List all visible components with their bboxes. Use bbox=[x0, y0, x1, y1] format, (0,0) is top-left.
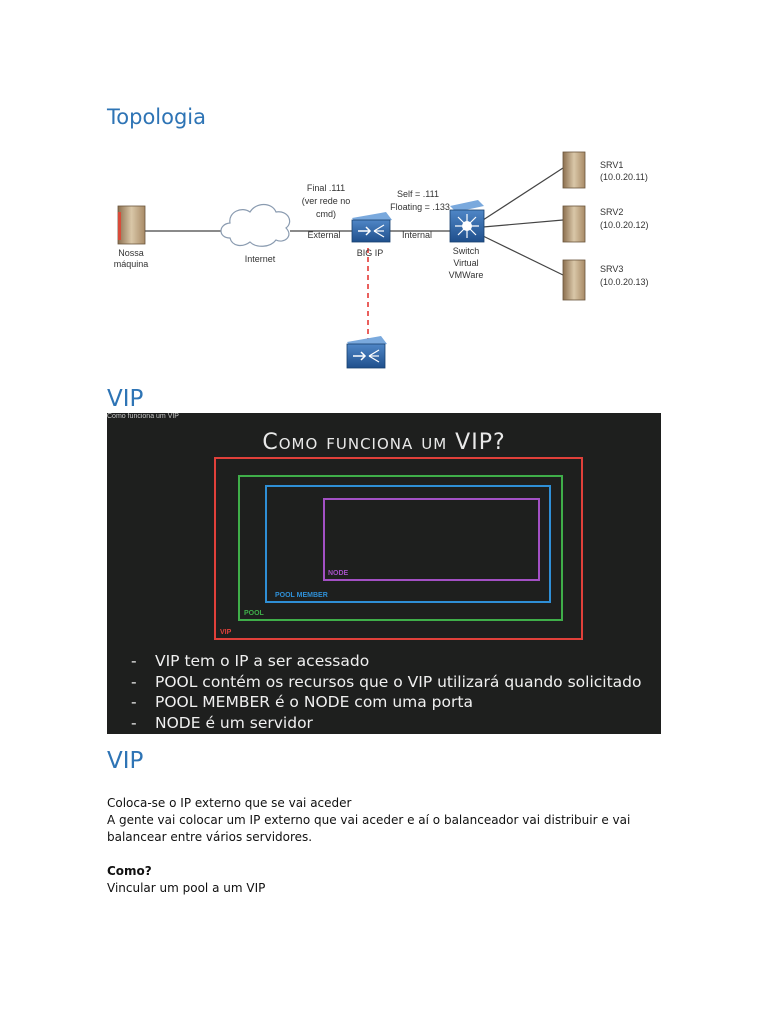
node-box-label: NODE bbox=[328, 570, 349, 577]
bigip-standby-icon bbox=[346, 336, 387, 369]
bigip-label: BIG IP bbox=[357, 248, 384, 258]
cloud-icon bbox=[220, 203, 291, 247]
vip-slide-image: Como funciona um VIP Como funciona um VI… bbox=[107, 413, 661, 734]
topologia-heading: Topologia bbox=[107, 105, 207, 129]
server-icon bbox=[562, 259, 586, 301]
final-label-3: cmd) bbox=[316, 209, 336, 219]
slide-bullet: -POOL contém os recursos que o VIP utili… bbox=[131, 672, 642, 691]
nossa-maquina-label-1: Nossa bbox=[118, 248, 144, 258]
link-switch-srv2 bbox=[482, 219, 564, 228]
como-label: Como? bbox=[107, 864, 152, 878]
srv2-name: SRV2 bbox=[600, 207, 623, 217]
slide-title: Como funciona um VIP? bbox=[262, 430, 506, 455]
server-icon bbox=[562, 205, 586, 243]
pool-box-label: POOL bbox=[244, 610, 264, 617]
floating-label: Floating = .133 bbox=[390, 202, 450, 212]
switch-label-1: Switch bbox=[453, 246, 480, 256]
switch-icon bbox=[449, 200, 485, 243]
internal-label: Internal bbox=[402, 230, 432, 240]
topology-diagram: Nossa máquina Internet Final .111 (ver r… bbox=[114, 151, 649, 369]
slide-bullet: -POOL MEMBER é o NODE com uma porta bbox=[131, 693, 473, 711]
switch-label-2: Virtual bbox=[453, 258, 478, 268]
vip-box-label: VIP bbox=[220, 629, 232, 636]
body-line-1: Coloca-se o IP externo que se vai aceder bbox=[107, 796, 352, 810]
slide-bullet: -VIP tem o IP a ser acessado bbox=[131, 652, 370, 670]
pool-member-box: POOL MEMBER bbox=[265, 485, 551, 603]
server-icon bbox=[562, 151, 586, 189]
slide-bullet-list: -VIP tem o IP a ser acessado -POOL conté… bbox=[131, 651, 641, 733]
link-switch-srv1 bbox=[482, 167, 564, 221]
final-label-1: Final .111 bbox=[307, 183, 345, 193]
vip-heading-2: VIP bbox=[107, 748, 144, 774]
server-icon bbox=[117, 205, 146, 245]
slide-bullet: -NODE é um servidor bbox=[131, 713, 313, 732]
internet-label: Internet bbox=[245, 254, 276, 264]
external-label: External bbox=[307, 230, 340, 240]
body-line-4: Vincular um pool a um VIP bbox=[107, 881, 266, 895]
pool-member-box-label: POOL MEMBER bbox=[275, 592, 328, 599]
node-box: NODE bbox=[323, 498, 540, 581]
bigip-icon bbox=[351, 212, 392, 243]
nossa-maquina-label-2: máquina bbox=[114, 259, 149, 269]
srv1-name: SRV1 bbox=[600, 160, 623, 170]
body-line-2: A gente vai colocar um IP externo que va… bbox=[107, 813, 631, 844]
link-switch-srv3 bbox=[482, 235, 564, 276]
pool-box: POOL bbox=[238, 475, 563, 621]
final-label-2: (ver rede no bbox=[302, 196, 351, 206]
srv3-name: SRV3 bbox=[600, 264, 623, 274]
self-label: Self = .111 bbox=[397, 189, 439, 199]
vip-box: VIP bbox=[214, 457, 583, 640]
slide-caption: Como funciona um VIP bbox=[107, 413, 179, 420]
srv1-ip: (10.0.20.11) bbox=[600, 172, 648, 182]
srv2-ip: (10.0.20.12) bbox=[600, 220, 649, 230]
vip-heading-1: VIP bbox=[107, 386, 144, 412]
srv3-ip: (10.0.20.13) bbox=[600, 277, 649, 287]
switch-label-3: VMWare bbox=[449, 270, 484, 280]
